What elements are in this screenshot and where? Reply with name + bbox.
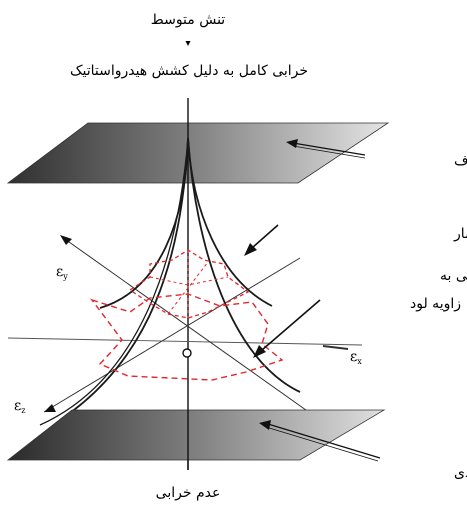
top-arrow-icon (185, 41, 191, 46)
lode-surface-upper (128, 249, 250, 319)
ez-axis-line (43, 257, 301, 413)
limit-pressure-label: فشار حدی (454, 465, 467, 481)
lode-dep-arrow-line (261, 299, 321, 351)
pressure-curve-outer-right (187, 137, 301, 393)
lode-dep-label-line1: تابع وابستگی به (440, 267, 467, 284)
ex-axis-line (7, 337, 363, 346)
pressure-dep-label: تابع وابستگی به فشار (453, 225, 467, 242)
top-title: خرابی کامل به دلیل کشش هیدرواستاتیک (70, 63, 308, 79)
lode-dep-label-line2: زاویه لود (410, 296, 461, 312)
pressure-curve-mid-left (59, 137, 189, 421)
ey-axis-label: εy (56, 264, 68, 281)
bottom-limit-plane (6, 409, 386, 461)
bottom-label: عدم خرابی (156, 485, 221, 501)
cutoff-arrow-line (292, 142, 366, 156)
ez-axis-label: εz (14, 398, 25, 415)
ex-axis-label: εx (350, 349, 362, 366)
top-axis-label: تنش متوسط (151, 12, 225, 28)
limit-arrow-line (267, 423, 381, 459)
ey-axis-line (61, 236, 321, 421)
lode-surface-upper-inner (149, 250, 229, 318)
pressure-dep-arrow-icon (244, 243, 257, 256)
top-cutoff-plane (6, 122, 390, 184)
pressure-curve-outer-left (39, 137, 189, 426)
cutoff-arrow-line-2 (292, 145, 366, 159)
cutoff-arrow-icon (286, 139, 298, 148)
ex-dash-mark (322, 345, 349, 350)
lode-dep-arrow-icon (253, 345, 266, 358)
pressure-dep-arrow-line (251, 224, 279, 249)
ez-arrow-icon (44, 404, 56, 412)
ey-arrow-icon (60, 235, 72, 245)
limit-arrow-line-2 (265, 426, 379, 462)
cutoff-label: فشار کات-آف (454, 152, 467, 169)
limit-arrow-icon (259, 420, 271, 430)
origin-marker (182, 348, 192, 358)
lode-surface-lower (90, 293, 284, 381)
